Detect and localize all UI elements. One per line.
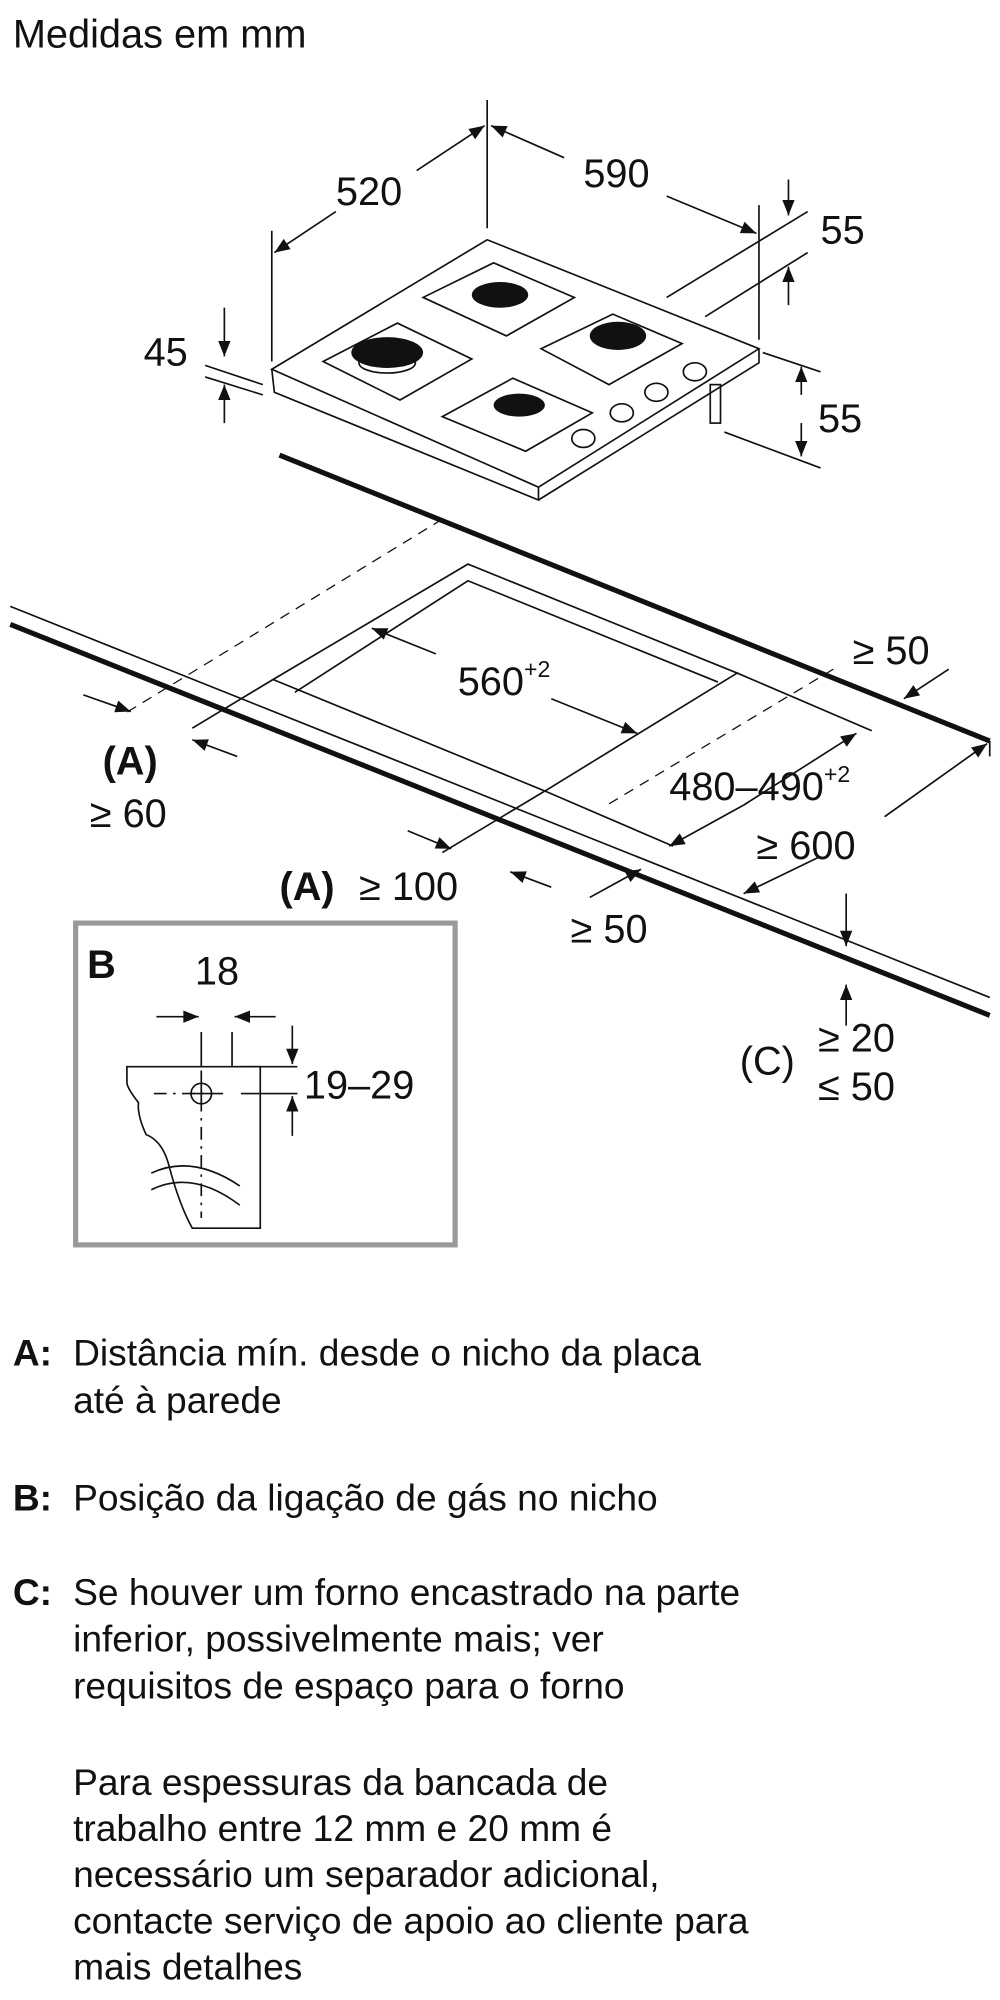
right-clearance-label: ≥ 100 (359, 865, 458, 909)
detail-b-height-label: 19–29 (304, 1064, 415, 1108)
burner-rear (421, 261, 577, 337)
legend-key: B: (13, 1476, 52, 1518)
legend-text: Posição da ligação de gás no nicho (73, 1476, 658, 1518)
side-clearance-key: (A) (103, 739, 158, 783)
note-line: mais detalhes (73, 1945, 302, 1987)
control-knobs (570, 361, 708, 449)
worktop-depth-label: ≥ 600 (756, 824, 855, 868)
hob-depth-label: 520 (336, 170, 402, 214)
legend-text: Se houver um forno encastrado na parte (73, 1571, 740, 1613)
hob-dimension-lines (204, 100, 821, 469)
legend-text: até à parede (73, 1379, 282, 1421)
legend-text: requisitos de espaço para o forno (73, 1665, 625, 1707)
legend-text: inferior, possivelmente mais; ver (73, 1617, 604, 1659)
burner-front (440, 377, 595, 453)
cutout-depth-label: 480–490+2 (669, 761, 850, 809)
thickness-max-label: ≤ 50 (818, 1065, 895, 1109)
page-title: Medidas em mm (13, 12, 307, 56)
burner-right (539, 313, 684, 386)
worktop-thickness-note: Para espessuras da bancada de trabalho e… (73, 1761, 749, 1988)
legend-key: C: (13, 1571, 52, 1613)
thickness-key: (C) (740, 1039, 795, 1083)
rear-clearance-label: ≥ 50 (853, 629, 930, 673)
detail-b-width-label: 18 (195, 950, 239, 994)
gas-connector (709, 383, 722, 424)
legend-item-c: C: Se houver um forno encastrado na part… (13, 1571, 740, 1707)
thickness-min-label: ≥ 20 (818, 1016, 895, 1060)
hob-height-below-label: 55 (818, 397, 862, 441)
hob-height-front-label: 45 (144, 330, 188, 374)
legend-item-b: B: Posição da ligação de gás no nicho (13, 1476, 658, 1518)
hob-rear-offset-label: 55 (821, 209, 865, 253)
worktop-illustration (9, 452, 991, 1018)
front-clearance-label: ≥ 50 (571, 907, 648, 951)
note-line: contacte serviço de apoio ao cliente par… (73, 1899, 749, 1941)
hob-width-label: 590 (583, 152, 649, 196)
cutout-dimension-lines (83, 627, 988, 1026)
burner-left (321, 322, 474, 401)
side-clearance-label: ≥ 60 (90, 792, 167, 836)
legend-key: A: (13, 1331, 52, 1373)
note-line: trabalho entre 12 mm e 20 mm é (73, 1807, 612, 1849)
note-line: necessário um separador adicional, (73, 1853, 660, 1895)
gas-hob-illustration (269, 238, 761, 502)
detail-b-label: B (87, 943, 116, 987)
legend-text: Distância mín. desde o nicho da placa (73, 1331, 701, 1373)
cutout-width-label: 560+2 (458, 656, 551, 704)
legend-item-a: A: Distância mín. desde o nicho da placa… (13, 1331, 701, 1420)
note-line: Para espessuras da bancada de (73, 1761, 608, 1803)
right-clearance-key: (A) (279, 865, 334, 909)
detail-b-box: B 18 19–29 (73, 920, 458, 1248)
